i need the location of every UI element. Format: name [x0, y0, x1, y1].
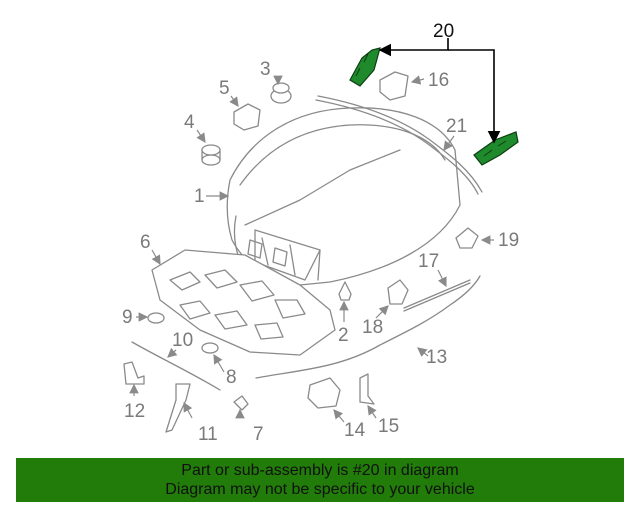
callout-2: 2	[338, 325, 349, 346]
striker-part-15	[359, 373, 375, 405]
callout-15: 15	[378, 416, 399, 437]
callout-16: 16	[428, 70, 449, 91]
hood-part	[226, 107, 461, 286]
bracket-part-19	[455, 227, 479, 249]
callout-20: 20	[433, 21, 454, 42]
callout-21: 21	[446, 116, 467, 137]
bracket-part-12	[123, 361, 145, 385]
hinge-bracket-part-20-right	[473, 131, 519, 166]
clip-part-7	[233, 395, 249, 411]
callout-9: 9	[122, 307, 133, 328]
prop-rod-part-11	[165, 383, 191, 433]
callout-13: 13	[426, 347, 447, 368]
callout-14: 14	[344, 420, 366, 441]
latch-part-18	[387, 279, 409, 305]
bumper-part-3	[270, 82, 292, 104]
callout-18: 18	[362, 317, 383, 338]
callout-10: 10	[172, 330, 193, 351]
callout-5: 5	[219, 78, 230, 99]
pad-part-9	[147, 312, 165, 324]
diagram-notice-banner: Part or sub-assembly is #20 in diagram D…	[16, 458, 624, 502]
hinge-bracket-part-20-left	[349, 47, 381, 87]
latch-part-14	[307, 377, 341, 409]
grommet-part-8	[201, 342, 219, 354]
parts-diagram: 1 2 3 4 5 6 7 8 9 10 11 12 13 14 15 16 1…	[122, 21, 519, 445]
callout-19: 19	[498, 230, 519, 251]
notice-line-2: Diagram may not be specific to your vehi…	[165, 481, 475, 498]
bracket-part-16	[379, 71, 409, 101]
release-cable-part-13	[255, 275, 481, 379]
notice-line-1: Part or sub-assembly is #20 in diagram	[181, 462, 459, 479]
bumper-part-4	[201, 144, 221, 166]
callout-3: 3	[260, 59, 271, 80]
rod-part-10	[131, 341, 221, 391]
callout-17: 17	[418, 251, 439, 272]
callout-6: 6	[140, 232, 151, 253]
callout-4: 4	[184, 112, 195, 133]
callout-12: 12	[124, 401, 145, 422]
callout-7: 7	[253, 424, 264, 445]
callout-8: 8	[226, 367, 237, 388]
callout-1: 1	[194, 186, 205, 207]
support-rod-part-17	[403, 279, 471, 312]
clip-part-2	[338, 281, 352, 301]
weatherstrip-part	[317, 95, 483, 193]
insulator-part	[151, 249, 336, 356]
callout-11: 11	[198, 424, 218, 445]
bumper-part-5	[233, 103, 261, 131]
